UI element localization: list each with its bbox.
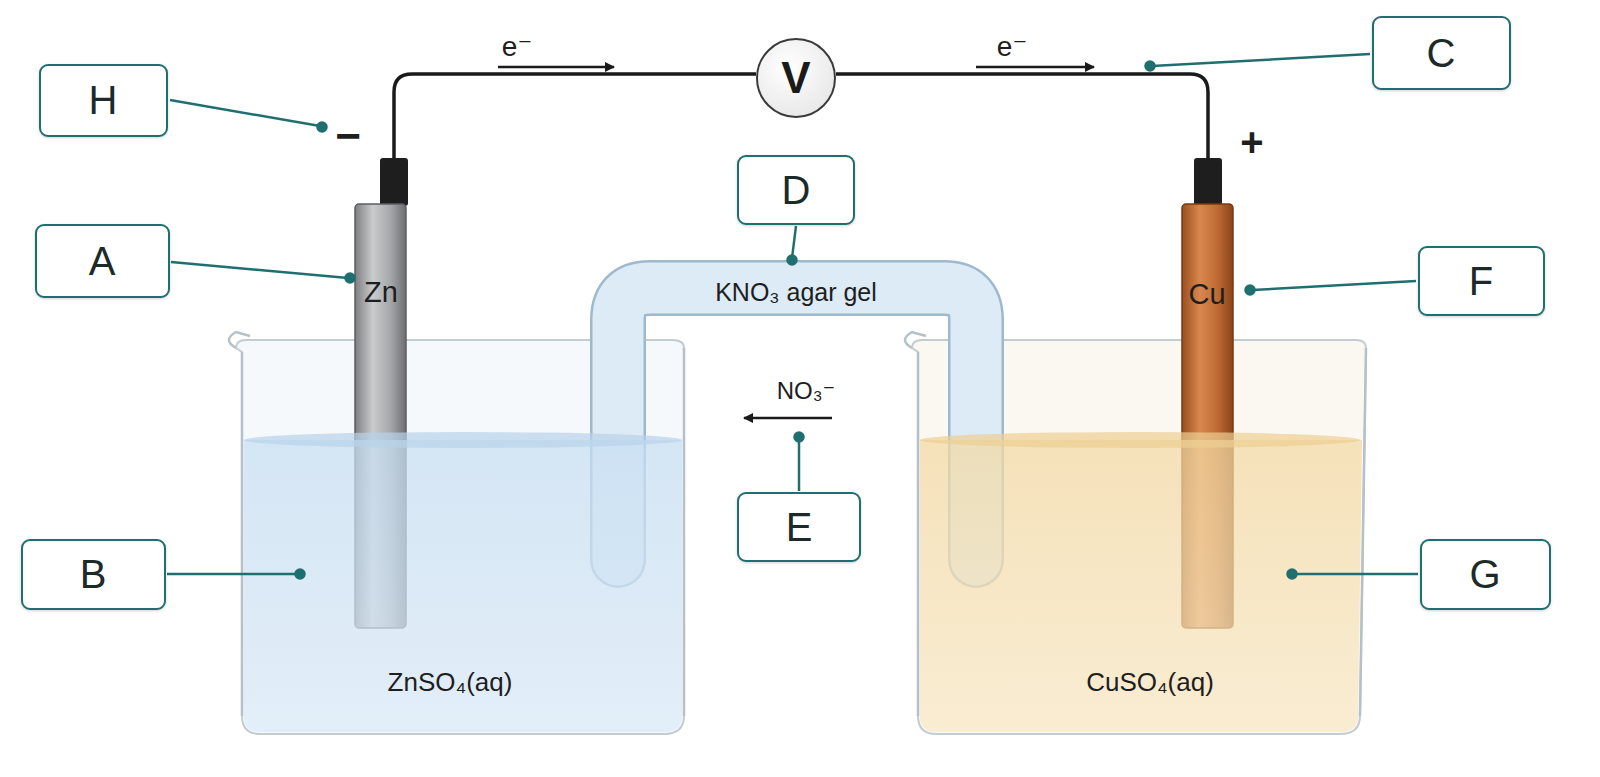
electron-arrow <box>498 66 614 69</box>
callout-letter: B <box>80 552 107 597</box>
leader-line <box>167 573 298 576</box>
callout-box: C <box>1372 16 1511 90</box>
callout-letter: F <box>1469 259 1493 304</box>
leader-line <box>1252 281 1416 290</box>
beaker-edge <box>683 348 686 716</box>
leader-dot <box>795 433 804 442</box>
meter-symbol: V <box>781 53 810 103</box>
callout-box: G <box>1420 539 1551 610</box>
callout-box: F <box>1418 246 1545 316</box>
electron-label: e⁻ <box>997 30 1027 63</box>
leader-lines <box>167 54 1418 579</box>
electron-label: e⁻ <box>502 30 532 63</box>
leader-line <box>792 226 796 258</box>
leader-dot <box>788 256 797 265</box>
electrode-cap <box>380 158 408 206</box>
electron-arrow <box>976 66 1094 69</box>
beaker-edge <box>241 352 244 716</box>
callout-box: A <box>35 224 170 298</box>
electrode-label: Cu <box>1188 278 1225 311</box>
leader-line <box>1294 573 1418 576</box>
electrode-label: Zn <box>364 276 398 309</box>
leader-dot <box>346 274 355 283</box>
liquid-surface <box>920 432 1360 448</box>
beaker-lip <box>905 332 926 348</box>
callout-letter: C <box>1427 31 1456 76</box>
callout-box: B <box>21 539 166 610</box>
beaker-edge <box>917 352 920 716</box>
leader-line <box>1152 54 1370 66</box>
wire <box>836 74 1208 158</box>
liquid-surface <box>244 432 682 448</box>
leader-dot <box>1246 286 1255 295</box>
leader-line <box>171 262 348 278</box>
leader-dot <box>1288 570 1297 579</box>
beaker-edge <box>1360 348 1366 716</box>
leader-dot <box>296 570 305 579</box>
leader-dot <box>318 123 327 132</box>
salt-bridge-label: KNO₃ agar gel <box>715 278 877 307</box>
leader-dot <box>1146 62 1155 71</box>
polarity-sign: + <box>1240 120 1263 165</box>
callout-letter: H <box>89 78 118 123</box>
leader-line <box>798 440 801 491</box>
ion-flow-arrow <box>744 417 832 420</box>
electrode-cap <box>1194 158 1222 206</box>
callout-letter: G <box>1469 552 1500 597</box>
callout-letter: A <box>89 239 116 284</box>
solution-label: CuSO₄(aq) <box>1086 667 1214 698</box>
ion-label: NO₃⁻ <box>777 377 835 405</box>
callout-box: D <box>737 155 855 225</box>
copper-sulfate-solution <box>920 440 1362 732</box>
callout-box: H <box>39 64 168 137</box>
zinc-sulfate-solution <box>244 440 682 732</box>
callout-box: E <box>737 492 861 562</box>
wire <box>394 74 756 158</box>
beaker-lip <box>229 332 250 348</box>
solution-label: ZnSO₄(aq) <box>388 667 513 698</box>
polarity-sign: − <box>335 111 361 161</box>
voltmeter-circle: V <box>756 38 836 118</box>
callout-letter: D <box>782 168 811 213</box>
callout-letter: E <box>786 505 813 550</box>
leader-line <box>170 100 320 126</box>
